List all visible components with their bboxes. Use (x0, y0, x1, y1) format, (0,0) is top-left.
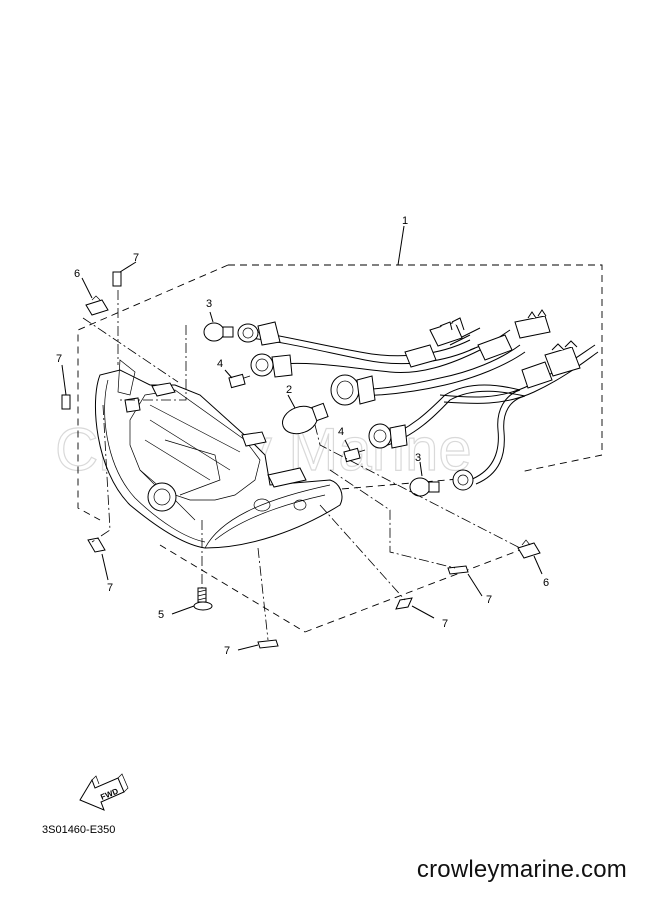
site-name[interactable]: crowleymarine.com (416, 856, 627, 883)
callout-3-top: 3 (206, 298, 212, 310)
bulb-3-top (203, 322, 234, 342)
callout-7b: 7 (56, 353, 62, 365)
diagram-code: 3S01460-E350 (42, 824, 116, 836)
callout-6-left: 6 (74, 268, 80, 280)
callout-5: 5 (158, 609, 164, 621)
grommet-7d (257, 639, 279, 649)
screw (193, 587, 213, 611)
grommet-7f (447, 565, 469, 575)
callout-7a: 7 (133, 252, 139, 264)
callout-3-bottom: 3 (415, 452, 421, 464)
fwd-arrow-icon: FWD (79, 773, 129, 811)
callout-7f: 7 (486, 594, 492, 606)
bulb-sockets (237, 321, 474, 491)
callout-1: 1 (402, 215, 408, 227)
bulb-2 (282, 402, 329, 435)
callout-7e: 7 (442, 618, 448, 630)
callout-7c: 7 (107, 582, 113, 594)
bulb-4-top (228, 373, 251, 389)
callout-6-right: 6 (543, 577, 549, 589)
leader-lines (61, 225, 543, 651)
callout-2: 2 (286, 384, 292, 396)
clip-6-right (517, 539, 541, 559)
grommet-7b (61, 394, 71, 410)
clip-6-left (85, 295, 109, 316)
headlight-housing (94, 359, 343, 549)
bulb-4-bottom (343, 447, 366, 463)
assembly-boundary (77, 264, 603, 633)
callout-7d: 7 (224, 645, 230, 657)
callout-4-top: 4 (217, 358, 223, 370)
grommet-7c (87, 537, 106, 553)
grommet-7a (112, 271, 122, 287)
bulb-3-bottom (409, 477, 440, 497)
callout-4-bottom: 4 (338, 426, 344, 438)
grommet-7e (395, 597, 413, 610)
